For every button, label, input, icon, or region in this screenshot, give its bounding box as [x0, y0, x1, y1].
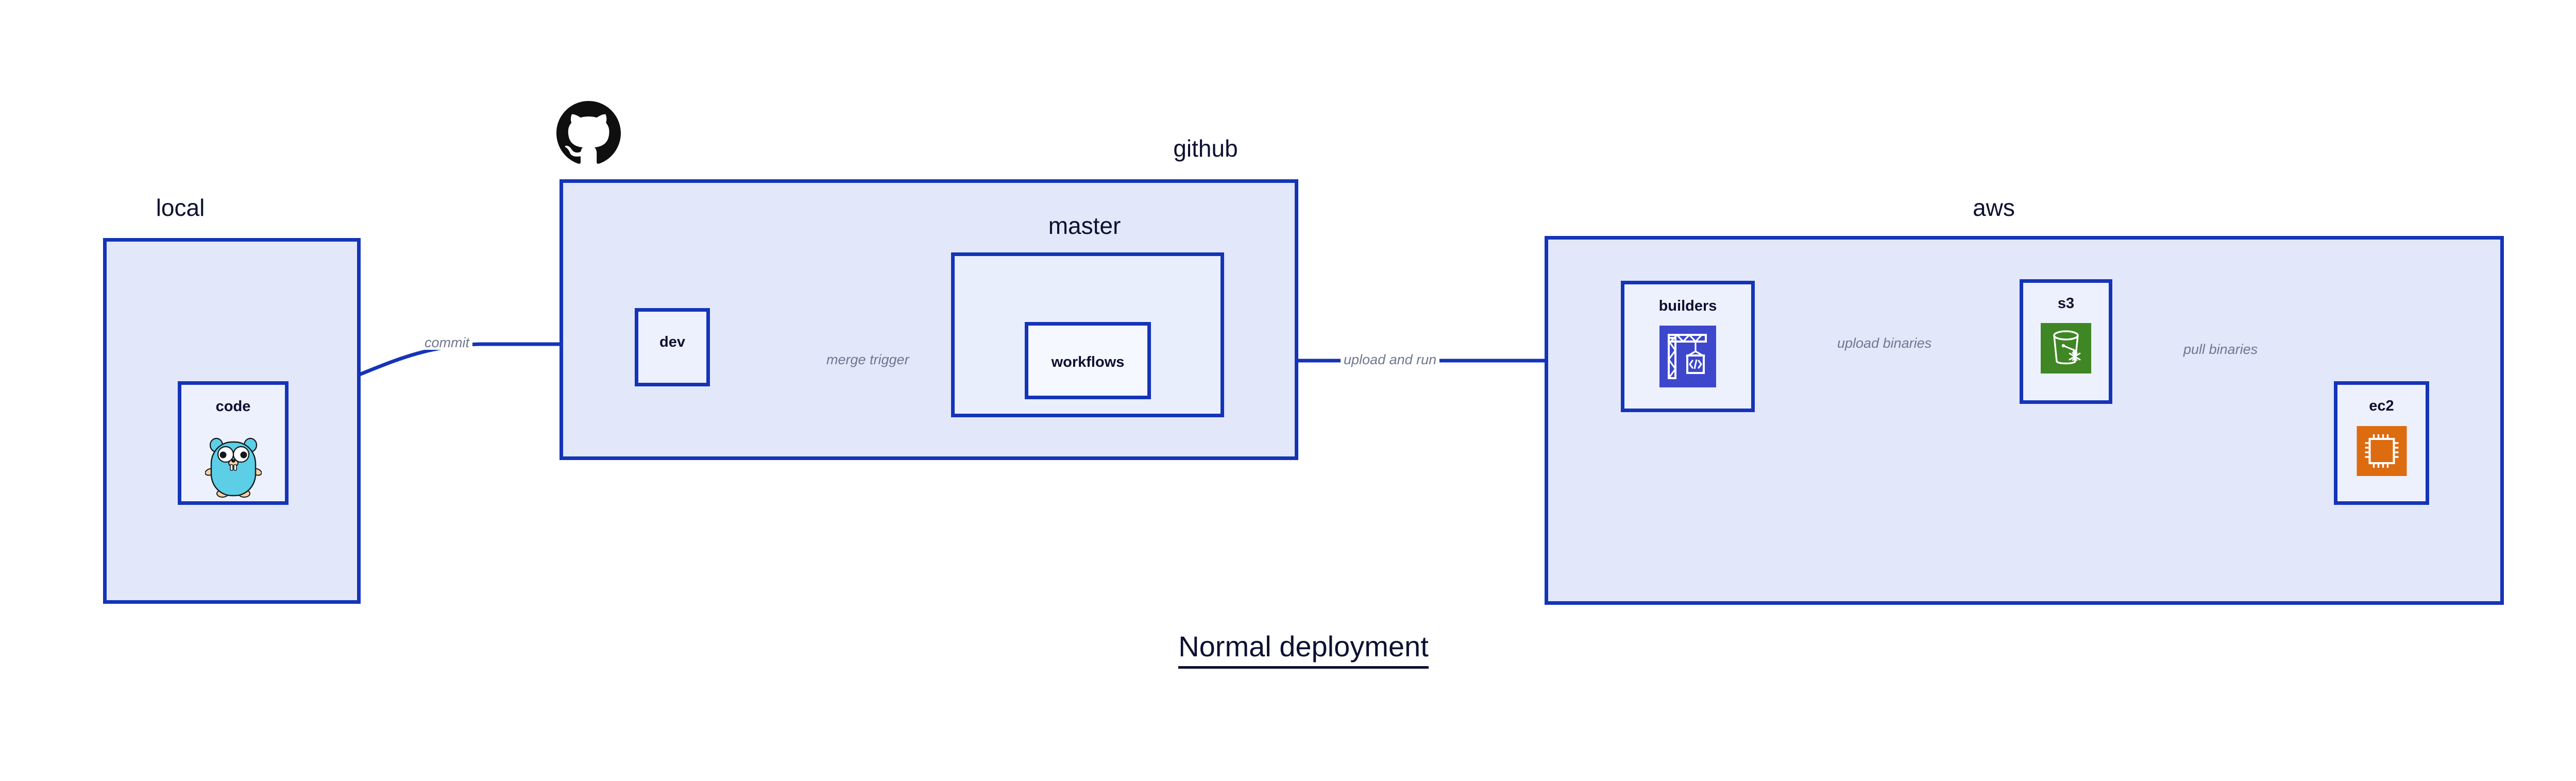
node-workflows[interactable]: workflows — [1025, 322, 1151, 399]
edge-label-merge-trigger: merge trigger — [823, 353, 912, 367]
node-ec2[interactable]: ec2 — [2334, 381, 2429, 505]
node-builders[interactable]: builders — [1621, 281, 1755, 412]
group-label-github: github — [1173, 135, 1238, 162]
node-dev[interactable]: dev — [635, 308, 710, 386]
github-octocat-icon — [556, 101, 621, 165]
page-title: Normal deployment — [1123, 630, 1484, 669]
edge-label-commit: commit — [421, 336, 472, 350]
node-label-dev: dev — [659, 334, 685, 350]
aws-s3-icon — [2041, 323, 2091, 373]
go-gopher-icon — [205, 434, 262, 498]
node-s3[interactable]: s3 — [2020, 279, 2112, 404]
node-code[interactable]: code — [178, 381, 289, 505]
node-label-workflows: workflows — [1051, 354, 1125, 370]
aws-ec2-icon — [2357, 426, 2406, 476]
page-title-text: Normal deployment — [1178, 630, 1429, 669]
edge-label-upload-and-run: upload and run — [1341, 353, 1440, 367]
edge-label-pull-binaries: pull binaries — [2180, 343, 2261, 356]
edge-label-upload-binaries: upload binaries — [1834, 336, 1935, 350]
node-label-ec2: ec2 — [2369, 398, 2394, 414]
aws-codebuild-icon — [1659, 326, 1716, 387]
node-label-builders: builders — [1658, 298, 1717, 314]
subgroup-label-master: master — [1048, 212, 1121, 239]
group-label-local: local — [156, 194, 205, 221]
group-label-aws: aws — [1973, 194, 2015, 221]
node-label-s3: s3 — [2057, 295, 2075, 312]
node-label-code: code — [215, 398, 251, 415]
